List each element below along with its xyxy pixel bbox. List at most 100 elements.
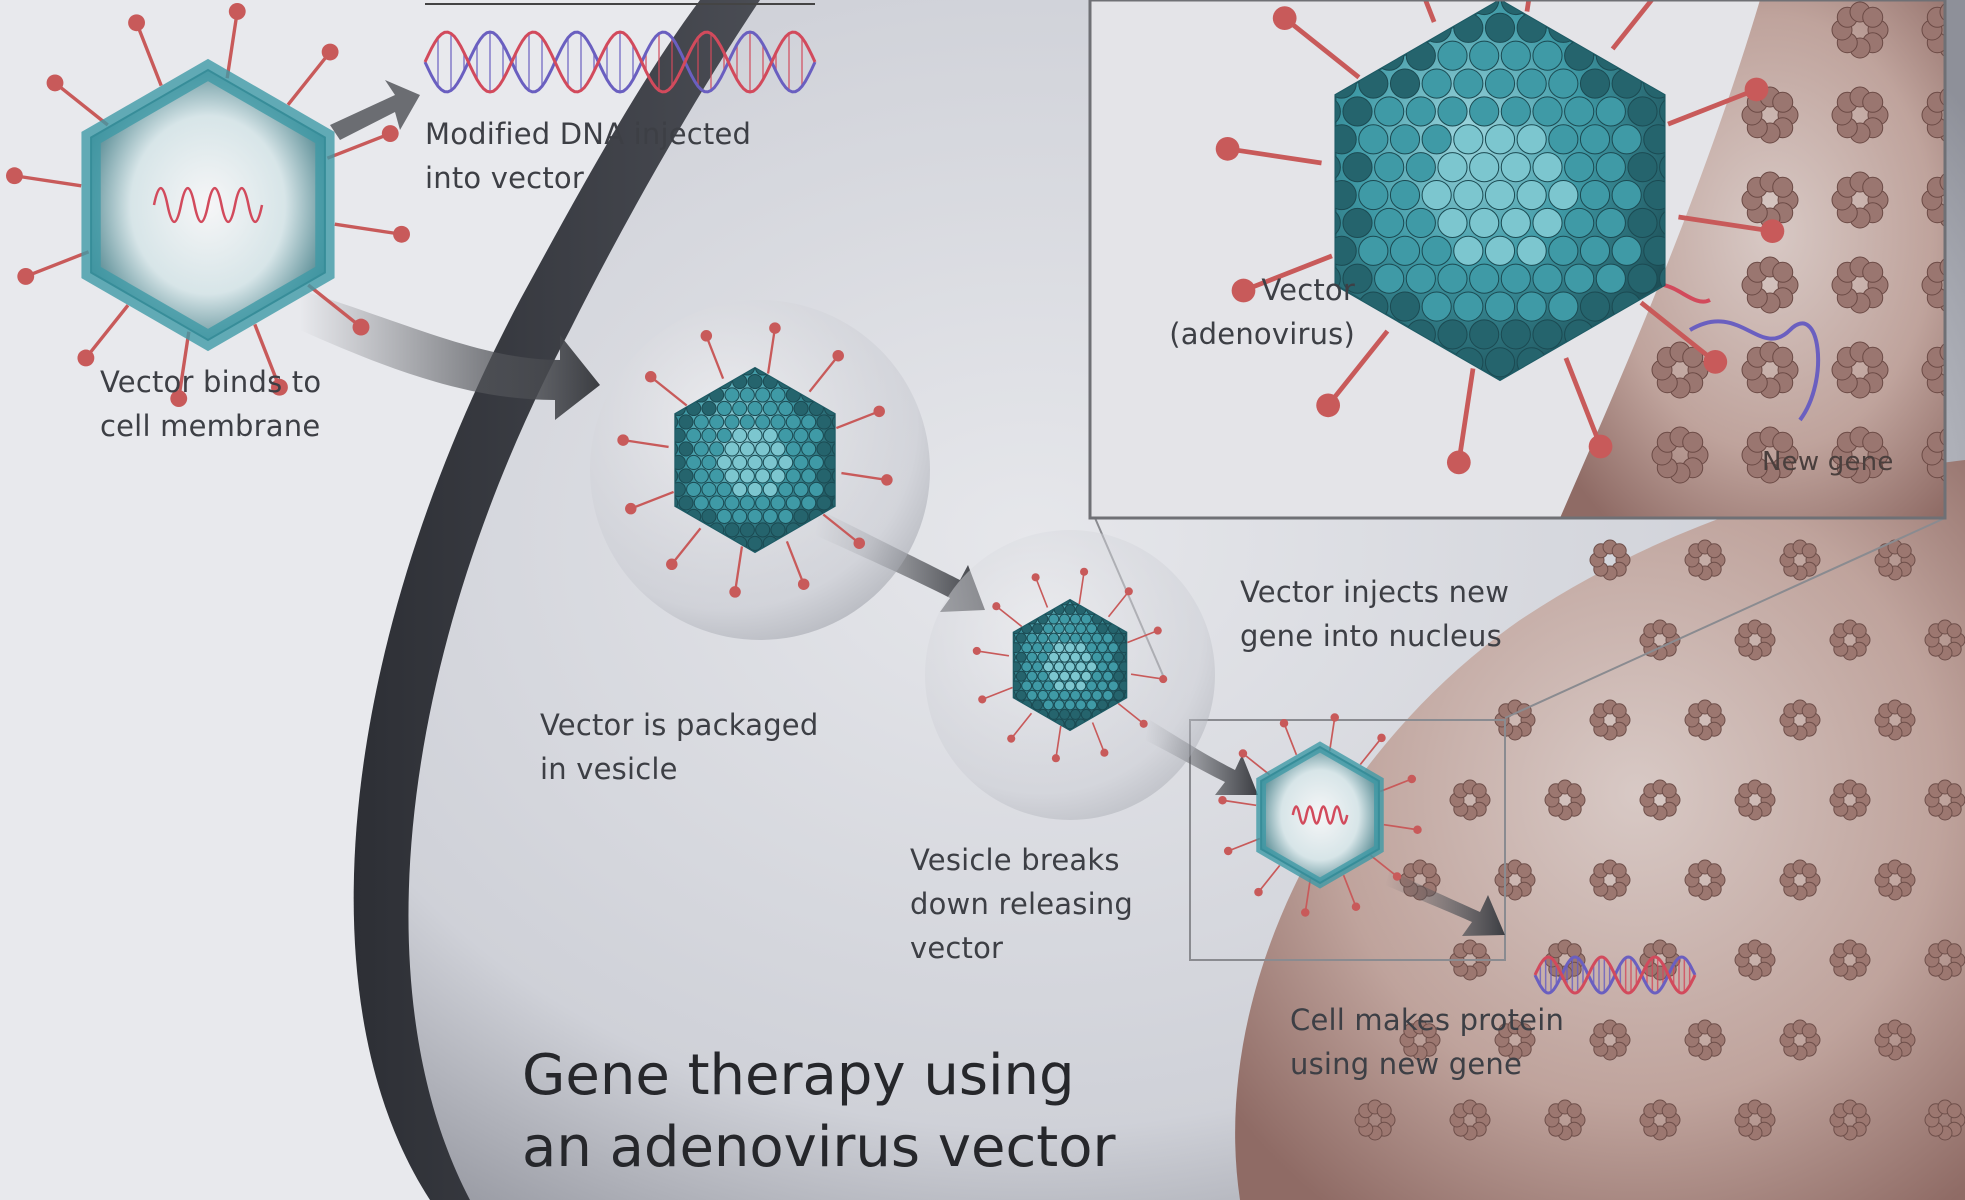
vector-binding bbox=[6, 3, 410, 407]
label-vesicle-breaks: Vesicle breaks down releasing vector bbox=[910, 838, 1133, 970]
label-line: into vector bbox=[425, 161, 584, 195]
nuclear-pore bbox=[1684, 859, 1726, 901]
dna-helix-top bbox=[423, 30, 817, 94]
nuclear-pore bbox=[1449, 1099, 1491, 1141]
label-binds-membrane: Vector binds to cell membrane bbox=[100, 360, 321, 448]
nuclear-pore bbox=[1449, 779, 1491, 821]
zoom-region-box bbox=[1189, 719, 1506, 961]
nuclear-pore bbox=[1874, 699, 1916, 741]
inset-pore bbox=[1741, 256, 1799, 314]
nuclear-pore bbox=[1734, 939, 1776, 981]
nuclear-pore bbox=[1639, 779, 1681, 821]
label-packaged: Vector is packaged in vesicle bbox=[540, 703, 818, 791]
nuclear-pore bbox=[1874, 859, 1916, 901]
label-line: Vesicle breaks bbox=[910, 843, 1120, 877]
nuclear-pore bbox=[1544, 779, 1586, 821]
arrow-vector-to-membrane bbox=[300, 290, 600, 420]
nuclear-pore bbox=[1779, 539, 1821, 581]
title-line: an adenovirus vector bbox=[522, 1115, 1116, 1180]
nuclear-pore bbox=[1589, 539, 1631, 581]
nuclear-pore bbox=[1874, 1019, 1916, 1061]
dna-helix-bottom bbox=[1533, 955, 1697, 995]
nuclear-pore bbox=[1924, 779, 1965, 821]
inset-gene-blue bbox=[1688, 319, 1821, 422]
inset-pore bbox=[1741, 171, 1799, 229]
nuclear-pores bbox=[1354, 539, 1965, 1141]
nuclear-pore bbox=[1779, 1019, 1821, 1061]
inset-pore bbox=[1741, 341, 1799, 399]
inset-pore bbox=[1921, 257, 1945, 313]
inset-pore bbox=[1831, 256, 1889, 314]
nuclear-pore bbox=[1734, 1099, 1776, 1141]
inset-pore bbox=[1831, 1, 1889, 59]
arrow-to-nucleus bbox=[1385, 870, 1505, 936]
label-inset-vector: Vector (adenovirus) bbox=[1130, 268, 1355, 356]
inset-pore bbox=[1651, 426, 1709, 484]
label-new-gene: New gene bbox=[1762, 447, 1894, 477]
label-line: Cell makes protein bbox=[1290, 1003, 1565, 1037]
inset-pore bbox=[1831, 171, 1889, 229]
inset-zoom bbox=[1090, 0, 1945, 518]
diagram-title: Gene therapy using an adenovirus vector bbox=[522, 1040, 1116, 1184]
nuclear-pore bbox=[1589, 699, 1631, 741]
vector-at-nucleus bbox=[1218, 713, 1422, 917]
nuclear-pore bbox=[1829, 619, 1871, 661]
nuclear-pore bbox=[1684, 699, 1726, 741]
label-line: Vector bbox=[1261, 273, 1355, 307]
nuclear-pore bbox=[1874, 539, 1916, 581]
inset-pore bbox=[1831, 341, 1889, 399]
nuclear-pore bbox=[1829, 1099, 1871, 1141]
modified-dna-strand bbox=[423, 3, 817, 94]
label-line: vector bbox=[910, 931, 1004, 965]
nuclear-pore bbox=[1639, 1099, 1681, 1141]
inset-frame bbox=[1088, 0, 1947, 520]
label-line: gene into nucleus bbox=[1240, 619, 1502, 653]
label-line: Vector binds to bbox=[100, 365, 322, 399]
nuclear-pore bbox=[1684, 539, 1726, 581]
label-makes-protein: Cell makes protein using new gene bbox=[1290, 998, 1564, 1086]
nuclear-pore bbox=[1924, 619, 1965, 661]
inset-pore bbox=[1741, 426, 1799, 484]
nuclear-pore bbox=[1779, 859, 1821, 901]
label-injects-gene: Vector injects new gene into nucleus bbox=[1240, 570, 1509, 658]
nuclear-pore bbox=[1779, 699, 1821, 741]
label-line: (adenovirus) bbox=[1169, 317, 1355, 351]
nucleus bbox=[1235, 460, 1965, 1200]
nuclear-pore bbox=[1354, 1099, 1396, 1141]
nuclear-pore bbox=[1544, 1099, 1586, 1141]
nuclear-pore bbox=[1684, 1019, 1726, 1061]
nuclear-pore bbox=[1924, 939, 1965, 981]
inset-pore bbox=[1831, 426, 1889, 484]
arrow-dna-to-vector bbox=[330, 80, 420, 140]
adenovirus-particles bbox=[6, 3, 1422, 917]
nuclear-pore bbox=[1734, 619, 1776, 661]
label-line: cell membrane bbox=[100, 409, 321, 443]
nuclear-pore bbox=[1399, 1019, 1441, 1061]
inset-nuclear-pores bbox=[1651, 1, 1945, 484]
zoom-line-right bbox=[1504, 517, 1946, 719]
label-line: down releasing bbox=[910, 887, 1134, 921]
inset-pore bbox=[1831, 86, 1889, 144]
new-gene-strand bbox=[1533, 955, 1697, 995]
inset-pore bbox=[1651, 341, 1709, 399]
label-line: using new gene bbox=[1290, 1047, 1522, 1081]
nuclear-pore bbox=[1734, 779, 1776, 821]
nuclear-pore bbox=[1589, 859, 1631, 901]
nuclear-pore bbox=[1589, 1019, 1631, 1061]
label-modified-dna: Modified DNA injected into vector bbox=[425, 112, 751, 200]
nuclear-pore bbox=[1494, 1019, 1536, 1061]
inset-pore bbox=[1741, 86, 1799, 144]
label-line: Vector is packaged bbox=[540, 708, 819, 742]
title-line: Gene therapy using bbox=[522, 1043, 1075, 1108]
nuclear-pore bbox=[1829, 939, 1871, 981]
label-line: Vector injects new bbox=[1240, 575, 1510, 609]
label-line: Modified DNA injected bbox=[425, 117, 752, 151]
nuclear-pore bbox=[1924, 1099, 1965, 1141]
nuclear-pore bbox=[1449, 939, 1491, 981]
label-line: in vesicle bbox=[540, 752, 678, 786]
nuclear-pore bbox=[1639, 619, 1681, 661]
inset-pore bbox=[1921, 342, 1945, 398]
nuclear-pore bbox=[1829, 779, 1871, 821]
